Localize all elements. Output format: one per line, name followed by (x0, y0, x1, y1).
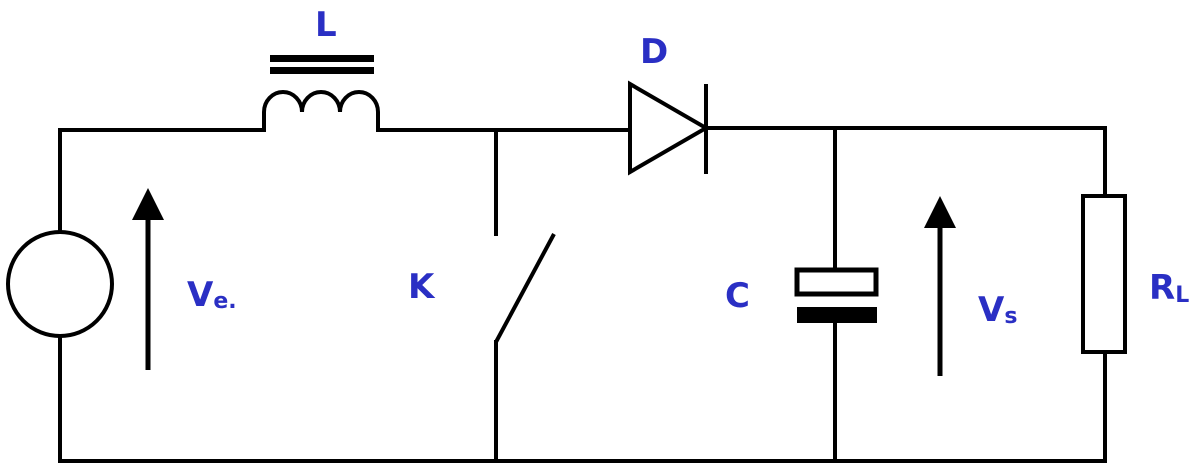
output-voltage-label-main: V (978, 290, 1005, 330)
load-resistor-label: RL (1149, 268, 1189, 308)
top-wire-right (704, 126, 1107, 198)
capacitor-label: C (725, 276, 750, 316)
input-voltage-label: Ve. (187, 275, 237, 315)
diode-symbol (628, 80, 710, 176)
load-resistor-label-sub: L (1175, 283, 1189, 308)
output-voltage-label: Vs (978, 290, 1017, 330)
load-resistor-symbol (1081, 194, 1127, 354)
top-wire-left (58, 128, 266, 234)
voltage-source-symbol (6, 230, 114, 338)
capacitor-symbol (794, 267, 879, 323)
input-voltage-label-sub: e. (213, 289, 236, 314)
bottom-wire (58, 335, 1107, 463)
output-voltage-label-sub: s (1004, 304, 1017, 329)
inductor-symbol (262, 55, 380, 132)
input-voltage-arrow (132, 188, 164, 370)
wires (58, 126, 1107, 463)
inductor-label: L (315, 5, 337, 45)
switch-blade (494, 233, 556, 343)
diode-label: D (640, 32, 668, 72)
output-voltage-arrow (924, 196, 956, 376)
load-resistor-label-main: R (1149, 268, 1175, 308)
switch-label: K (408, 267, 436, 307)
input-voltage-label-main: V (187, 275, 214, 315)
